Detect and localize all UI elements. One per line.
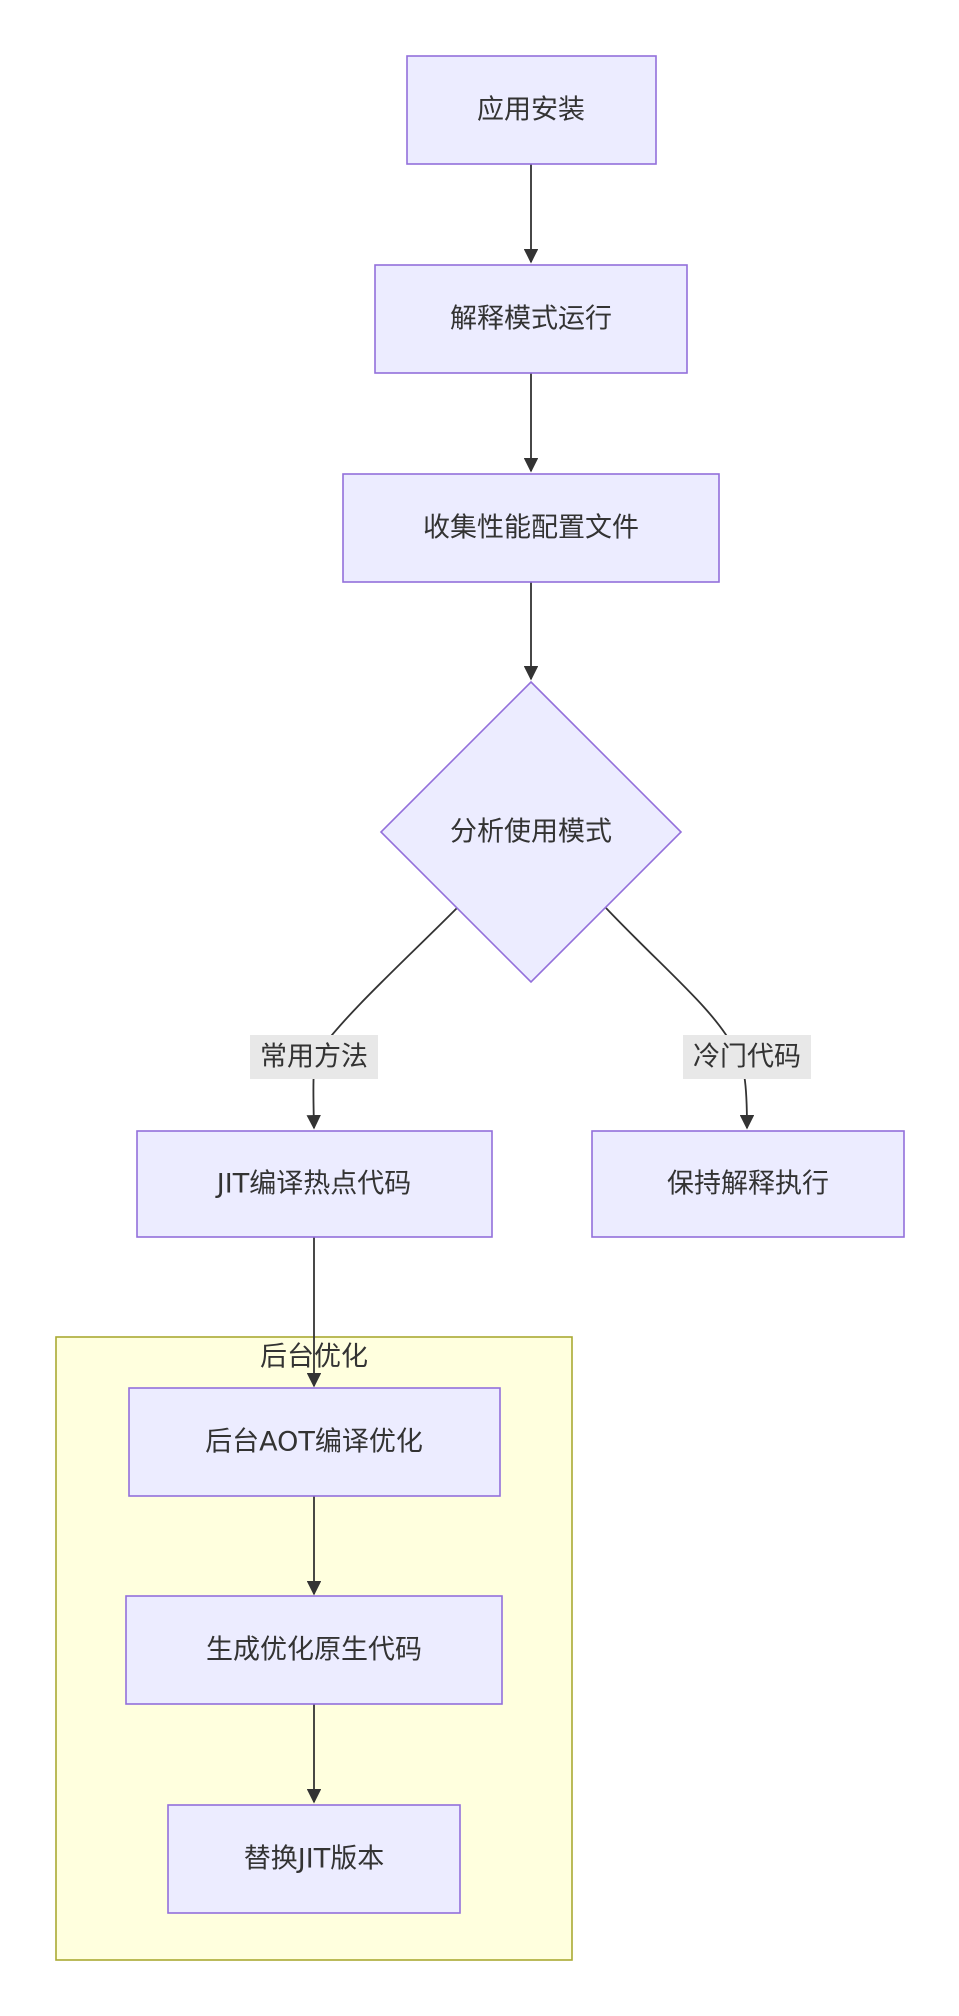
node-profile-label: 收集性能配置文件: [423, 513, 639, 544]
node-analyze[interactable]: 分析使用模式: [379, 680, 683, 984]
node-aot-label: 后台AOT编译优化: [205, 1427, 423, 1458]
node-analyze-label: 分析使用模式: [450, 817, 612, 848]
node-interpret-label: 解释模式运行: [450, 304, 612, 335]
node-keep-interpret[interactable]: 保持解释执行: [591, 1130, 905, 1238]
node-keep-interpret-label: 保持解释执行: [667, 1169, 829, 1200]
node-native-label: 生成优化原生代码: [206, 1635, 422, 1666]
edge-label-cold: 冷门代码: [683, 1035, 811, 1079]
edge-label-hot: 常用方法: [250, 1035, 378, 1079]
node-replace[interactable]: 替换JIT版本: [167, 1804, 461, 1914]
node-interpret[interactable]: 解释模式运行: [374, 264, 688, 374]
edge-analyze-keep: [605, 907, 755, 1130]
edge-label-cold-text: 冷门代码: [693, 1042, 801, 1073]
node-aot[interactable]: 后台AOT编译优化: [128, 1387, 501, 1497]
node-native[interactable]: 生成优化原生代码: [125, 1595, 503, 1705]
edge-analyze-jit: [306, 907, 458, 1130]
node-jit[interactable]: JIT编译热点代码: [136, 1130, 493, 1238]
node-install[interactable]: 应用安装: [406, 55, 657, 165]
edge-label-hot-text: 常用方法: [260, 1042, 368, 1073]
node-replace-label: 替换JIT版本: [244, 1844, 384, 1875]
node-install-label: 应用安装: [477, 95, 585, 126]
node-profile[interactable]: 收集性能配置文件: [342, 473, 720, 583]
node-jit-label: JIT编译热点代码: [215, 1169, 411, 1200]
